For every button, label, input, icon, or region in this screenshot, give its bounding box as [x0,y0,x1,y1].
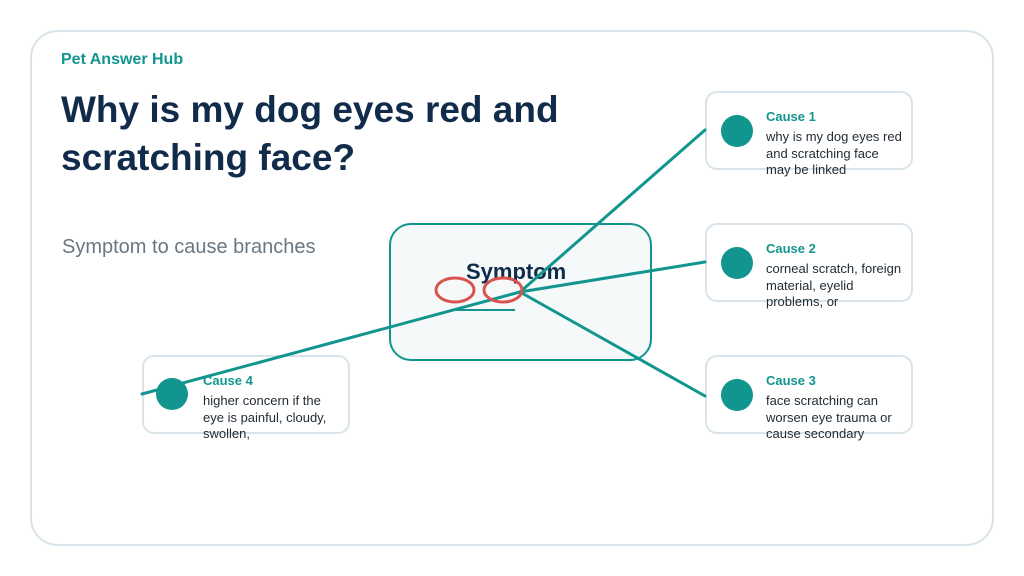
subtitle: Symptom to cause branches [62,236,316,258]
cause-title: Cause 2 [766,241,816,256]
cause-title: Cause 3 [766,373,816,388]
annotation-circle-icon [482,276,524,304]
cause-text: why is my dog eyes red and scratching fa… [766,129,902,177]
cause-node-3: Cause 3 face scratching can worsen eye t… [705,355,913,441]
cause-dot-icon [721,379,753,411]
connector-line-cause-3 [518,290,707,398]
cause-node-1: Cause 1 why is my dog eyes red and scrat… [705,91,913,177]
cause-node-2: Cause 2 corneal scratch, foreign materia… [705,223,913,309]
cause-dot-icon [156,378,188,410]
cause-text: corneal scratch, foreign material, eyeli… [766,261,902,309]
cause-text: face scratching can worsen eye trauma or… [766,393,892,441]
cause-text: higher concern if the eye is painful, cl… [203,393,327,441]
connector-line-cause-1 [518,128,707,294]
cause-dot-icon [721,247,753,279]
cause-dot-icon [721,115,753,147]
page-title: Why is my dog eyes red and scratching fa… [61,89,559,178]
cause-title: Cause 4 [203,373,253,388]
connector-line-cause-4 [140,290,522,396]
cause-title: Cause 1 [766,109,816,124]
connector-line-cause-2 [518,260,707,294]
brand-label: Pet Answer Hub [61,51,184,68]
annotation-circle-icon [434,276,476,304]
